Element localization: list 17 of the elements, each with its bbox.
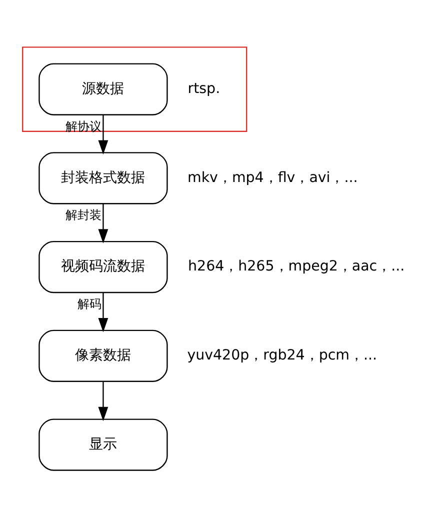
node-box: 视频码流数据 [38, 240, 168, 294]
edge-label: 解协议 [66, 119, 102, 134]
arrow [98, 382, 108, 422]
cluster [22, 46, 248, 132]
arrow [98, 115, 108, 154]
node-label: mkv，mp4，flv，avi，... [188, 170, 358, 186]
node-box: 封装格式数据 [38, 152, 168, 204]
node-label: rtsp. [188, 80, 220, 97]
node-label: yuv420p，rgb24，pcm，... [187, 348, 378, 364]
node-label: h264，h265，mpeg2，aac，... [188, 258, 405, 275]
edge-label: 解封装 [66, 208, 102, 222]
node-box: 显示 [38, 418, 168, 471]
arrow [98, 292, 108, 332]
arrow [98, 204, 108, 244]
node-box: 像素数据 [38, 330, 168, 382]
node-box: 源数据 [38, 63, 168, 116]
edge-label: 解码 [78, 297, 102, 312]
